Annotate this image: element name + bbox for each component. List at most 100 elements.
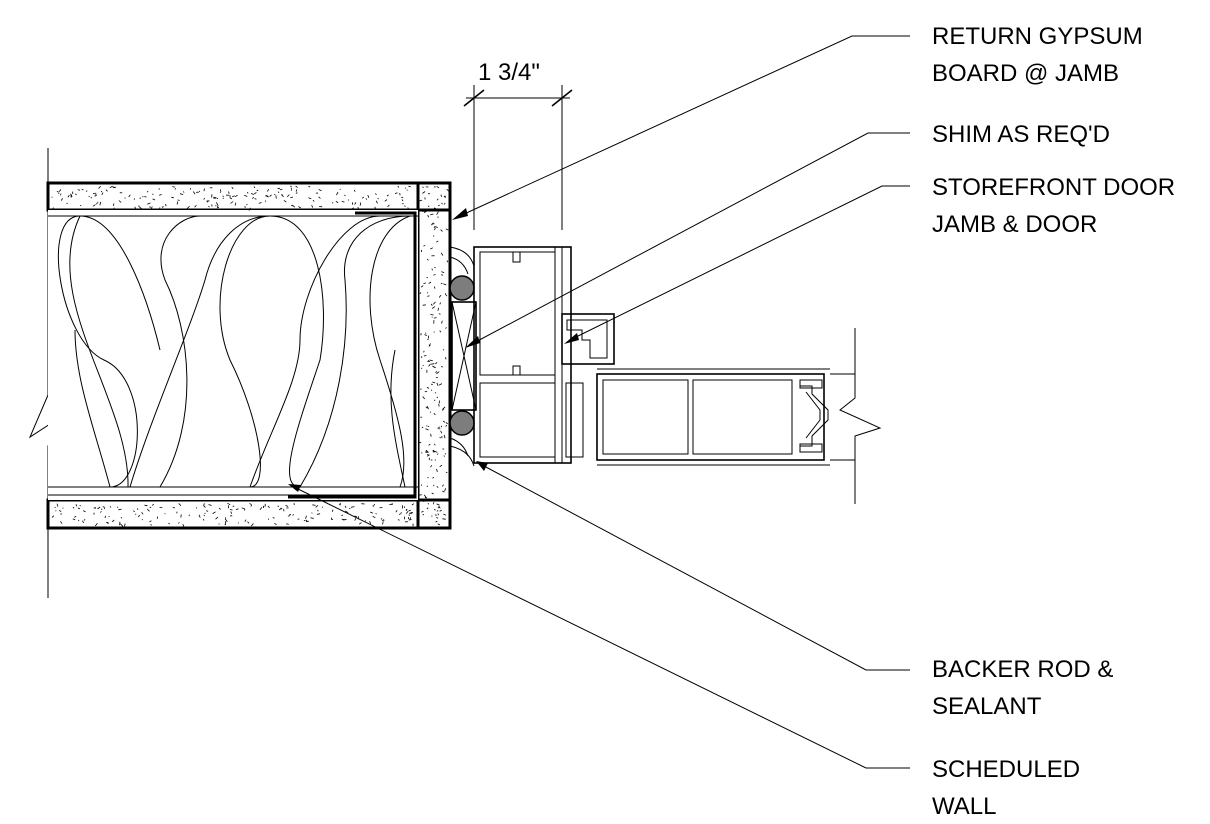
gypsum-speckle xyxy=(421,452,423,454)
gypsum-speckle xyxy=(139,206,142,210)
gypsum-speckle xyxy=(291,204,293,207)
gypsum-speckle xyxy=(438,294,442,298)
gypsum-speckle xyxy=(137,508,139,511)
gypsum-speckle xyxy=(231,186,234,190)
gypsum-speckle xyxy=(144,196,147,198)
gypsum-speckle xyxy=(427,503,430,505)
gypsum-speckle xyxy=(438,383,443,386)
gypsum-speckle xyxy=(141,511,144,515)
gypsum-speckle xyxy=(444,488,447,492)
dimension-label: 1 3/4" xyxy=(478,59,540,86)
gypsum-speckle xyxy=(216,206,220,209)
gypsum-speckle xyxy=(164,513,166,515)
gypsum-speckle xyxy=(305,520,308,522)
callout-shim-line1: SHIM AS REQ'D xyxy=(932,121,1110,148)
gypsum-speckle xyxy=(178,503,182,506)
gypsum-speckle xyxy=(138,514,140,518)
gypsum-speckle xyxy=(427,360,430,363)
gypsum-speckle xyxy=(83,519,86,521)
gypsum-speckle xyxy=(426,258,429,261)
gypsum-speckle xyxy=(425,332,427,334)
gypsum-speckle xyxy=(118,200,122,203)
gypsum-speckle xyxy=(150,206,153,210)
gypsum-speckle xyxy=(147,202,151,205)
gypsum-speckle xyxy=(397,519,400,521)
gypsum-speckle xyxy=(425,406,428,409)
gypsum-speckle xyxy=(287,515,291,517)
gypsum-speckle xyxy=(369,520,371,525)
gypsum-speckle xyxy=(278,507,282,511)
right-break-line xyxy=(839,328,882,504)
stud-cavity xyxy=(48,210,418,500)
gypsum-speckle xyxy=(439,436,441,439)
gypsum-speckle xyxy=(444,195,446,198)
gypsum-speckle xyxy=(336,191,339,196)
batt-insulation xyxy=(57,215,411,488)
gypsum-speckle xyxy=(407,207,409,209)
glazing-gasket xyxy=(800,385,829,447)
gypsum-speckle xyxy=(422,498,426,500)
door-stile xyxy=(596,373,825,461)
gypsum-speckle xyxy=(241,507,245,510)
gypsum-speckle xyxy=(144,504,148,507)
gypsum-speckle xyxy=(134,206,136,209)
callout-storefront-line2: JAMB & DOOR xyxy=(932,211,1097,238)
gypsum-speckle xyxy=(435,225,439,229)
gypsum-speckle xyxy=(431,316,433,318)
gypsum-speckle xyxy=(289,513,292,516)
gypsum-speckle xyxy=(343,518,347,521)
gypsum-speckle xyxy=(440,229,443,232)
gypsum-speckle xyxy=(298,206,302,209)
gypsum-speckle xyxy=(446,188,449,192)
callout-storefront-line1: STOREFRONT DOOR xyxy=(932,174,1175,201)
gypsum-speckle xyxy=(373,503,375,506)
gypsum-speckle xyxy=(321,506,324,508)
gypsum-speckle xyxy=(404,205,406,207)
leader-scheduled-wall xyxy=(295,487,910,769)
gypsum-speckle xyxy=(208,205,210,208)
gypsum-speckle xyxy=(432,365,435,368)
gypsum-speckle xyxy=(247,521,250,524)
gypsum-speckle xyxy=(224,518,228,522)
gypsum-speckle xyxy=(408,185,411,188)
gypsum-speckle xyxy=(437,506,440,509)
gypsum-speckle xyxy=(146,508,150,512)
leader-storefront xyxy=(569,185,910,341)
gypsum-speckle xyxy=(100,508,103,510)
gypsum-speckle xyxy=(308,185,311,188)
gypsum-speckle xyxy=(359,202,362,206)
gypsum-speckle xyxy=(248,207,251,211)
gypsum-speckle xyxy=(341,200,345,203)
gypsum-speckle xyxy=(56,503,59,507)
gypsum-speckle xyxy=(120,523,124,527)
gypsum-speckle xyxy=(213,196,217,199)
gypsum-speckle xyxy=(222,197,224,200)
gypsum-speckle xyxy=(441,408,445,411)
gypsum-speckle xyxy=(441,484,444,487)
callout-scheduled-wall-line2: WALL xyxy=(932,793,996,820)
gypsum-speckle xyxy=(433,286,436,289)
gypsum-speckle xyxy=(433,207,437,210)
gypsum-speckle xyxy=(112,203,115,206)
gypsum-speckle xyxy=(98,186,101,189)
metal-stud-channel xyxy=(288,211,417,499)
gypsum-speckle xyxy=(102,506,105,508)
gypsum-speckle xyxy=(232,195,235,198)
gypsum-speckle xyxy=(106,521,109,524)
gypsum-board-top xyxy=(46,181,452,212)
gypsum-speckle xyxy=(443,513,447,516)
gypsum-speckle xyxy=(162,205,164,209)
gypsum-speckle xyxy=(82,520,84,524)
gypsum-speckle xyxy=(433,317,437,319)
gypsum-speckle xyxy=(443,195,446,198)
gypsum-speckle xyxy=(375,193,377,195)
gypsum-speckle xyxy=(230,197,233,200)
gypsum-speckle xyxy=(436,211,439,215)
gypsum-speckle xyxy=(228,191,230,194)
gypsum-speckle xyxy=(421,210,425,212)
gypsum-speckle xyxy=(435,371,438,374)
gypsum-speckle xyxy=(438,400,440,404)
gypsum-speckle xyxy=(397,185,400,188)
gypsum-speckle xyxy=(77,189,81,191)
gypsum-speckle xyxy=(423,244,426,247)
